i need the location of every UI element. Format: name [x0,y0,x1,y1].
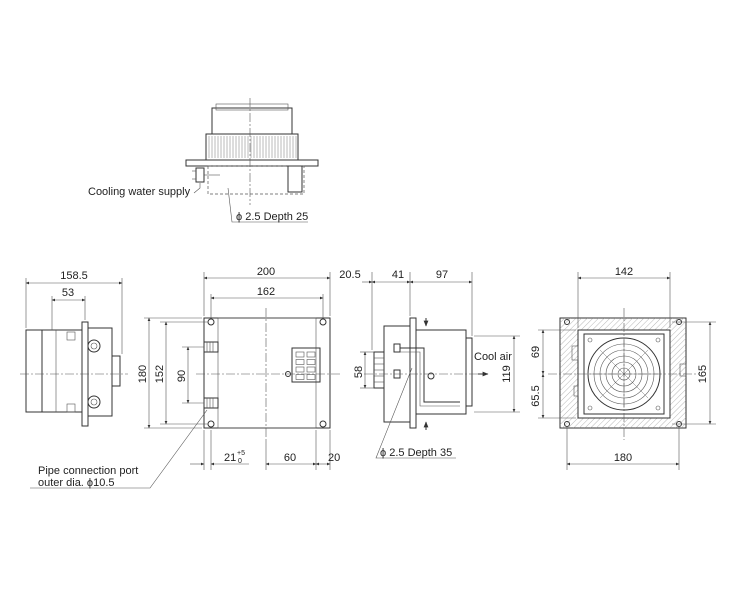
dim-162: 162 [257,286,275,298]
dim-65-5: 65.5 [530,385,542,406]
top-hole-label: ϕ 2.5 Depth 25 [236,211,308,223]
fan-guard-spoke [599,373,625,399]
tol-plus: +5 [237,450,245,457]
dim-21: 21 [224,452,236,464]
fan-guard-spoke [599,349,625,375]
tol-zero: 0 [238,458,242,465]
terminal-cell [295,374,305,380]
fan-guard-spoke [623,349,649,375]
side-view: 158.5 53 [20,270,128,427]
dim-53: 53 [62,287,74,299]
water-supply-label: Cooling water supply [88,186,191,198]
dim-152: 152 [154,365,166,383]
section-hole-label: ϕ 2.5 Depth 35 [380,447,452,459]
section-view: Cool air 20.5 41 97 58 119 ϕ 2.5 Depth 3… [339,269,520,459]
front-view: 200 162 180 152 90 21 +5 0 60 20 Pipe co… [30,266,340,489]
dim-200: 200 [257,266,275,278]
top-view: Cooling water supply ϕ 2.5 Depth 25 [88,98,319,223]
dim-180-front: 180 [137,365,149,383]
dim-180-rear: 180 [614,452,632,464]
top-heatsink-fins [208,136,297,158]
dim-60: 60 [284,452,296,464]
dim-142: 142 [615,266,633,278]
terminal-cell [295,351,305,358]
dim-119: 119 [501,365,513,383]
dim-20-front: 20 [328,452,340,464]
pipe-label-2: outer dia. ϕ10.5 [38,477,115,489]
dim-58: 58 [353,366,365,378]
dim-158-5: 158.5 [60,270,88,282]
terminal-cell [295,359,305,365]
terminal-cell [295,366,305,373]
terminal-cell [306,374,316,380]
dim-69: 69 [530,346,542,358]
front-mounting-holes [207,318,327,428]
pipe-label-1: Pipe connection port [38,465,138,477]
terminal-cell [306,366,316,373]
rear-view: 142 69 65.5 165 180 [530,266,716,470]
terminal-cell [306,359,316,365]
cool-air-label: Cool air [474,351,512,363]
dim-41: 41 [392,269,404,281]
terminal-cell [306,351,316,358]
dim-165: 165 [697,365,709,383]
fan-guard-spoke [623,373,649,399]
dim-20-5: 20.5 [339,269,360,281]
dim-90: 90 [176,370,188,382]
dim-97: 97 [436,269,448,281]
